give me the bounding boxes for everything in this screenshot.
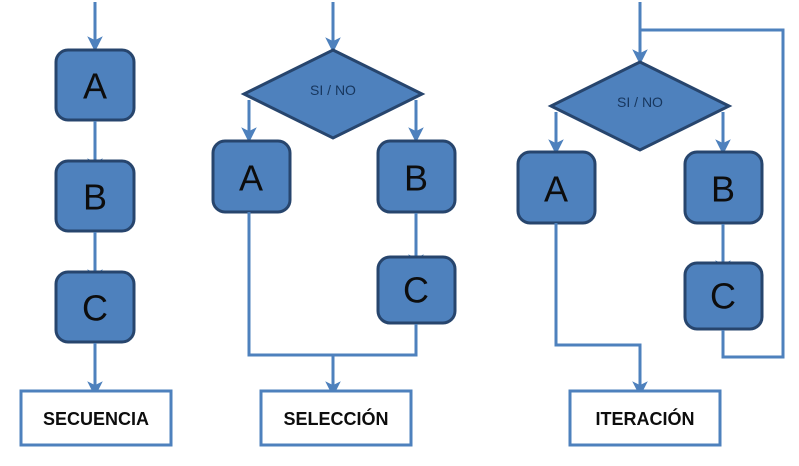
connector-iter-loop-back (640, 28, 785, 359)
decision-diamond-shape (240, 48, 426, 140)
process-box-iter-c[interactable]: C (683, 261, 764, 331)
process-box-shape (54, 270, 136, 344)
process-box-iter-b[interactable]: B (683, 150, 764, 225)
process-box-label: B (711, 169, 735, 210)
column-seleccion: SI / NO A B C SELECCIÓN (211, 2, 457, 447)
process-box-sel-b[interactable]: B (376, 139, 457, 214)
caption-box-seleccion[interactable]: SELECCIÓN (259, 389, 413, 447)
caption-box-shape (568, 389, 722, 447)
caption-box-secuencia[interactable]: SECUENCIA (19, 389, 173, 447)
process-box-iter-a[interactable]: A (516, 150, 597, 225)
caption-box-shape (259, 389, 413, 447)
process-box-seq-b[interactable]: B (54, 159, 136, 233)
process-box-sel-a[interactable]: A (211, 139, 292, 214)
process-box-label: C (403, 270, 429, 311)
caption-label: ITERACIÓN (596, 408, 695, 429)
caption-box-shape (19, 389, 173, 447)
connector-iter-a-to-caption (554, 223, 648, 397)
decision-label: SI / NO (310, 82, 356, 98)
process-box-label: B (83, 177, 107, 218)
process-box-shape (683, 150, 764, 225)
column-iteracion: SI / NO A B C ITERACIÓN (516, 2, 785, 447)
decision-diamond-seleccion[interactable]: SI / NO (240, 48, 426, 140)
process-box-shape (211, 139, 292, 214)
process-box-label: A (544, 169, 568, 210)
caption-label: SECUENCIA (43, 409, 149, 429)
decision-label: SI / NO (617, 94, 663, 110)
process-box-label: A (83, 66, 107, 107)
process-box-shape (54, 159, 136, 233)
process-box-label: C (710, 276, 736, 317)
caption-box-iteracion[interactable]: ITERACIÓN (568, 389, 722, 447)
process-box-label: B (404, 158, 428, 199)
process-box-label: C (82, 288, 108, 329)
process-box-shape (376, 255, 457, 325)
caption-label: SELECCIÓN (283, 408, 388, 429)
process-box-shape (683, 261, 764, 331)
process-box-label: A (239, 158, 263, 199)
column-secuencia: A B C SECUENCIA (19, 2, 173, 447)
decision-diamond-shape (547, 60, 733, 152)
process-box-seq-a[interactable]: A (54, 48, 136, 122)
process-box-shape (54, 48, 136, 122)
process-box-seq-c[interactable]: C (54, 270, 136, 344)
process-box-sel-c[interactable]: C (376, 255, 457, 325)
decision-diamond-iteracion[interactable]: SI / NO (547, 60, 733, 152)
process-box-shape (376, 139, 457, 214)
